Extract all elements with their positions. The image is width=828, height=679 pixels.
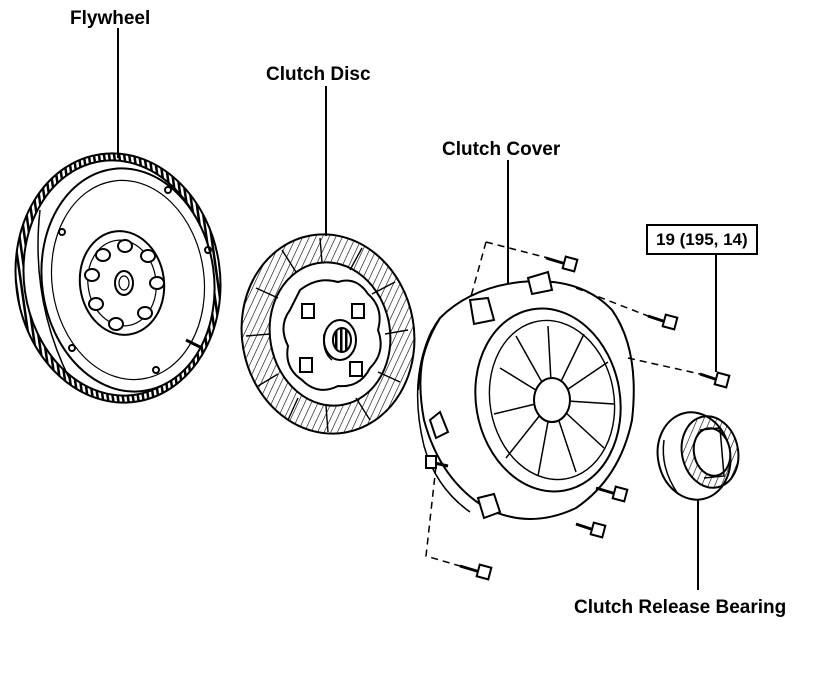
bolt-top (545, 255, 579, 273)
release-bearing-label: Clutch Release Bearing (574, 597, 787, 618)
flywheel-label: Flywheel (70, 8, 151, 29)
clutch-disc-label: Clutch Disc (266, 64, 371, 85)
bolt-lower-right-1 (595, 485, 629, 503)
bolt-left-cover (425, 455, 449, 469)
cover-bolts (425, 255, 731, 581)
flywheel-bolts (84, 239, 165, 331)
bolt-right-torque (699, 371, 731, 389)
clutch-disc-part (240, 233, 416, 435)
release-bearing-part (656, 411, 740, 501)
alignment-lines (425, 241, 701, 567)
clutch-cover-center (533, 377, 571, 423)
bolt-lower-right-2 (575, 521, 607, 539)
flywheel-part (14, 152, 222, 404)
clutch-cover-part (416, 270, 635, 520)
flywheel-center-hole (114, 270, 134, 296)
leader-lines (117, 28, 717, 590)
bolt-bottom-left (459, 563, 493, 581)
bolt-upper-right (647, 313, 679, 331)
clutch-cover-label: Clutch Cover (442, 139, 561, 160)
torque-spec-box: 19 (195, 14) (646, 224, 758, 255)
